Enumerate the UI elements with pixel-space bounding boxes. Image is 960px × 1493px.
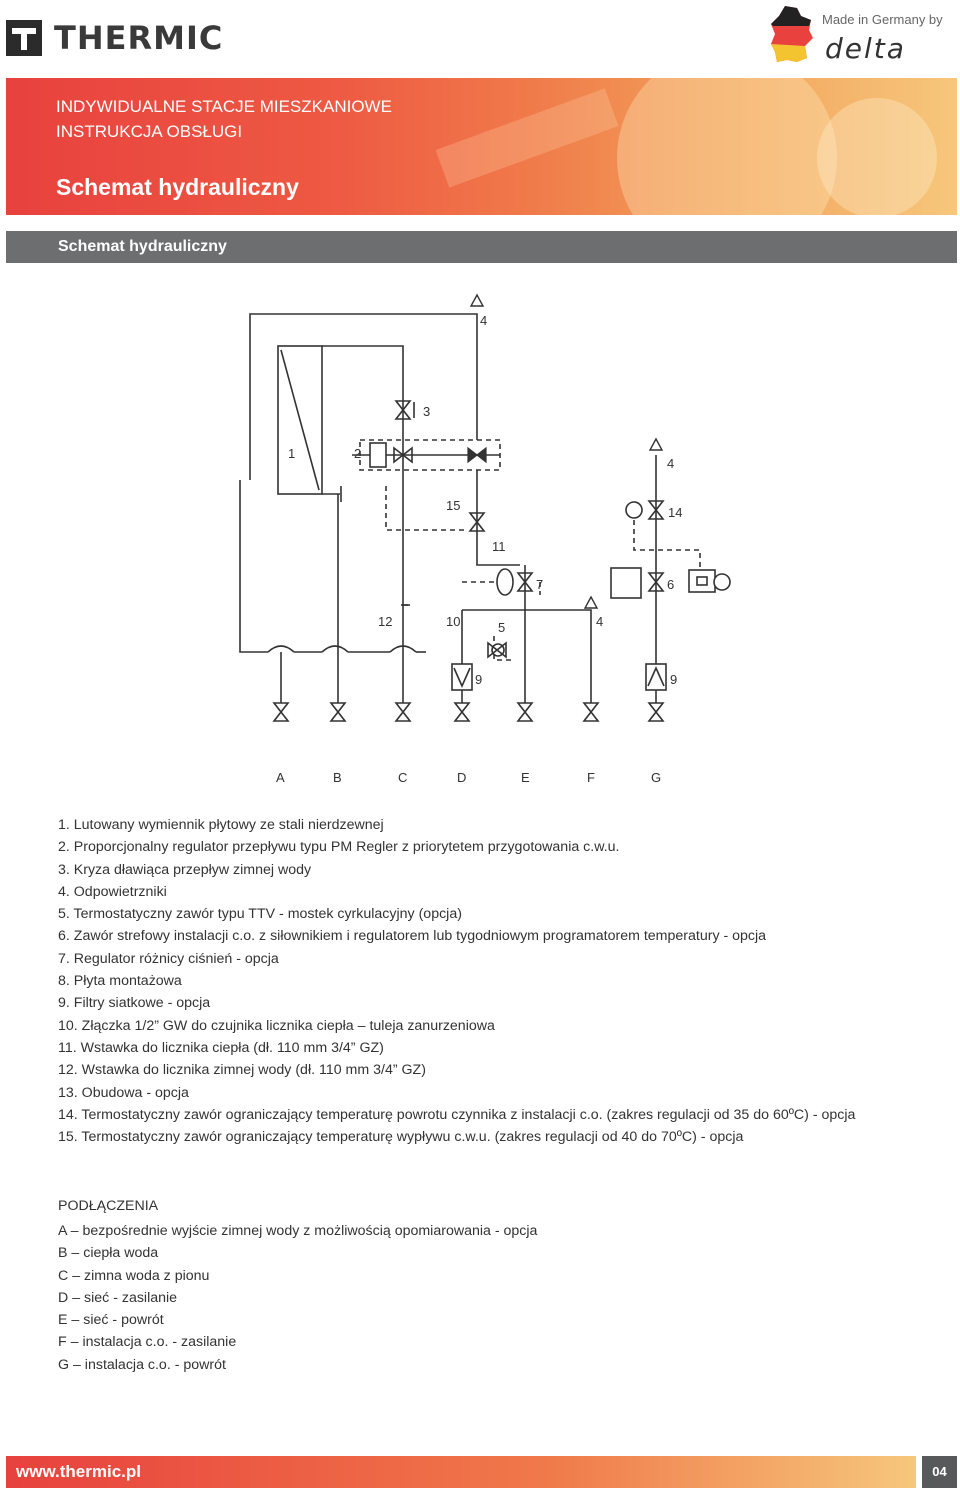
connection-item: D – sieć - zasilanie xyxy=(58,1289,178,1306)
label-5: 5 xyxy=(498,620,505,635)
footer-bar: www.thermic.pl xyxy=(6,1456,916,1488)
banner-subtitle: INDYWIDUALNE STACJE MIESZKANIOWE INSTRUK… xyxy=(56,94,392,144)
legend-item: 3. Kryza dławiąca przepływ zimnej wody xyxy=(58,861,312,878)
connection-item: F – instalacja c.o. - zasilanie xyxy=(58,1334,237,1351)
label-7: 7 xyxy=(536,577,543,592)
label-9-right: 9 xyxy=(670,672,677,687)
connection-item: C – zimna woda z pionu xyxy=(58,1267,210,1284)
label-6: 6 xyxy=(667,577,674,592)
brand-name: THERMIC xyxy=(54,19,224,57)
page-number: 04 xyxy=(932,1464,947,1479)
thermic-logo-icon xyxy=(6,20,42,56)
legend-item: 11. Wstawka do licznika ciepła (dł. 110 … xyxy=(58,1039,384,1056)
connection-item: B – ciepła woda xyxy=(58,1245,159,1262)
hydraulic-diagram: 4 3 1 2 4 15 14 11 7 6 12 10 5 4 9 9 A B… xyxy=(0,290,960,800)
label-10: 10 xyxy=(446,614,460,629)
banner-line-1: INDYWIDUALNE STACJE MIESZKANIOWE xyxy=(56,97,392,116)
connection-item: G – instalacja c.o. - powrót xyxy=(58,1356,226,1373)
connections-title: PODŁĄCZENIA xyxy=(58,1198,159,1214)
header-banner: INDYWIDUALNE STACJE MIESZKANIOWE INSTRUK… xyxy=(6,78,957,215)
delta-logo: Made in Germany by delta xyxy=(767,4,952,70)
banner-line-2: INSTRUKCJA OBSŁUGI xyxy=(56,122,243,141)
label-11: 11 xyxy=(492,539,506,554)
legend-item: 13. Obudowa - opcja xyxy=(58,1084,189,1101)
thermic-logo: THERMIC xyxy=(6,18,223,58)
connection-item: E – sieć - powrót xyxy=(58,1312,164,1329)
connection-item: A – bezpośrednie wyjście zimnej wody z m… xyxy=(58,1223,538,1239)
germany-map-icon xyxy=(771,6,813,62)
conn-label-e: E xyxy=(521,770,530,785)
legend-item: 10. Złączka 1/2” GW do czujnika licznika… xyxy=(58,1017,495,1034)
label-4-bottom: 4 xyxy=(596,614,603,629)
label-9-left: 9 xyxy=(475,672,482,687)
conn-label-f: F xyxy=(587,770,595,785)
label-4-right: 4 xyxy=(667,456,674,471)
component-legend: 1. Lutowany wymiennik płytowy ze stali n… xyxy=(58,814,855,1148)
legend-item: 6. Zawór strefowy instalacji c.o. z siło… xyxy=(58,928,767,945)
legend-item: 8. Płyta montażowa xyxy=(58,973,182,990)
delta-wordmark: delta xyxy=(825,32,906,65)
legend-item: 5. Termostatyczny zawór typu TTV - moste… xyxy=(58,906,462,923)
legend-item: 9. Filtry siatkowe - opcja xyxy=(58,995,211,1012)
label-3: 3 xyxy=(423,404,430,419)
section-title: Schemat hydrauliczny xyxy=(58,238,227,255)
conn-label-a: A xyxy=(276,770,285,785)
label-2: 2 xyxy=(354,446,361,461)
conn-label-g: G xyxy=(651,770,661,785)
website-link[interactable]: www.thermic.pl xyxy=(16,1462,142,1481)
legend-item: 15. Termostatyczny zawór ograniczający t… xyxy=(58,1129,744,1146)
label-14: 14 xyxy=(668,505,682,520)
conn-label-c: C xyxy=(398,770,407,785)
legend-item: 7. Regulator różnicy ciśnień - opcja xyxy=(58,950,279,967)
page-title: Schemat hydrauliczny xyxy=(56,174,299,200)
legend-item: 12. Wstawka do licznika zimnej wody (dł.… xyxy=(58,1062,426,1079)
legend-item: 4. Odpowietrzniki xyxy=(58,883,167,900)
legend-item: 14. Termostatyczny zawór ograniczający t… xyxy=(58,1106,856,1123)
label-1: 1 xyxy=(288,446,295,461)
legend-item: 2. Proporcjonalny regulator przepływu ty… xyxy=(58,839,620,856)
legend-item: 1. Lutowany wymiennik płytowy ze stali n… xyxy=(58,817,384,833)
made-in-text: Made in Germany by xyxy=(822,12,943,27)
connections-list: A – bezpośrednie wyjście zimnej wody z m… xyxy=(58,1220,537,1376)
label-4-top: 4 xyxy=(480,313,487,328)
page-number-box: 04 xyxy=(922,1456,957,1488)
section-header: Schemat hydrauliczny xyxy=(6,231,957,263)
conn-label-d: D xyxy=(457,770,466,785)
label-12: 12 xyxy=(378,614,392,629)
conn-label-b: B xyxy=(333,770,342,785)
label-15: 15 xyxy=(446,498,460,513)
